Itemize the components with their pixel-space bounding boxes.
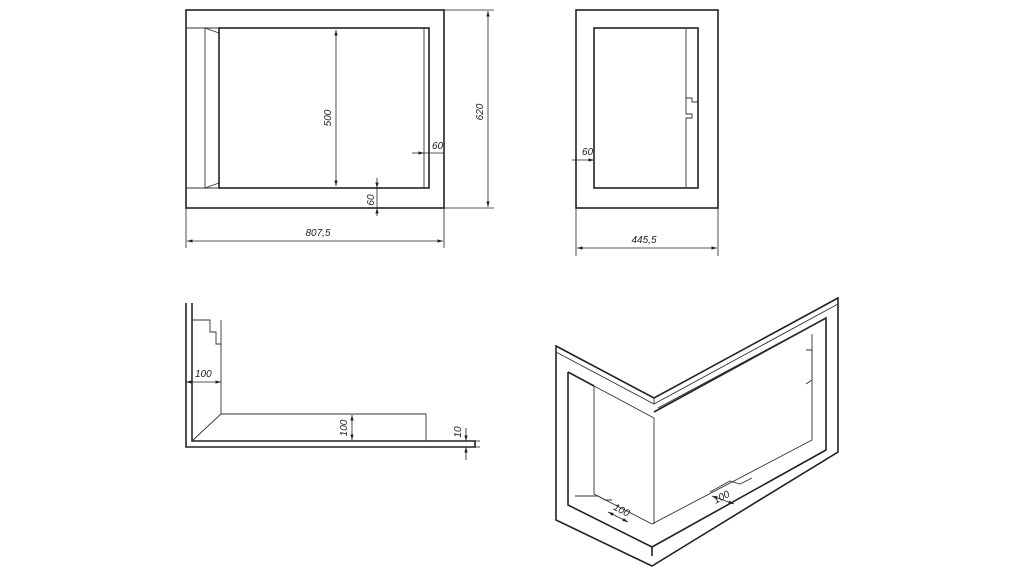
dim-445-label: 445,5 <box>631 235 656 246</box>
plan-view: 100 100 10 <box>185 303 480 460</box>
side-inner-opening <box>593 27 699 189</box>
dim-plan-100-left-label: 100 <box>195 369 212 380</box>
side-view: 60 445,5 <box>572 9 719 256</box>
dim-500-label: 500 <box>323 109 334 126</box>
dim-620-label: 620 <box>475 103 486 120</box>
front-view: 500 60 60 620 807,5 <box>185 9 494 248</box>
side-outer-frame <box>575 9 719 209</box>
dim-plan-100-base-label: 100 <box>339 419 350 436</box>
plan-outline <box>185 303 476 448</box>
dim-60-bottom-label: 60 <box>366 194 377 206</box>
dim-side-60-label: 60 <box>582 147 594 158</box>
front-outer-frame <box>185 9 445 209</box>
dim-807-label: 807,5 <box>305 228 330 239</box>
dim-iso-100-a-label: 100 <box>611 502 631 520</box>
dim-plan-10-label: 10 <box>453 426 464 438</box>
dim-60-side-label: 60 <box>432 141 444 152</box>
isometric-view: 100 100 <box>555 296 839 567</box>
iso-outer-frame <box>555 296 839 567</box>
front-inner-opening <box>218 27 430 189</box>
